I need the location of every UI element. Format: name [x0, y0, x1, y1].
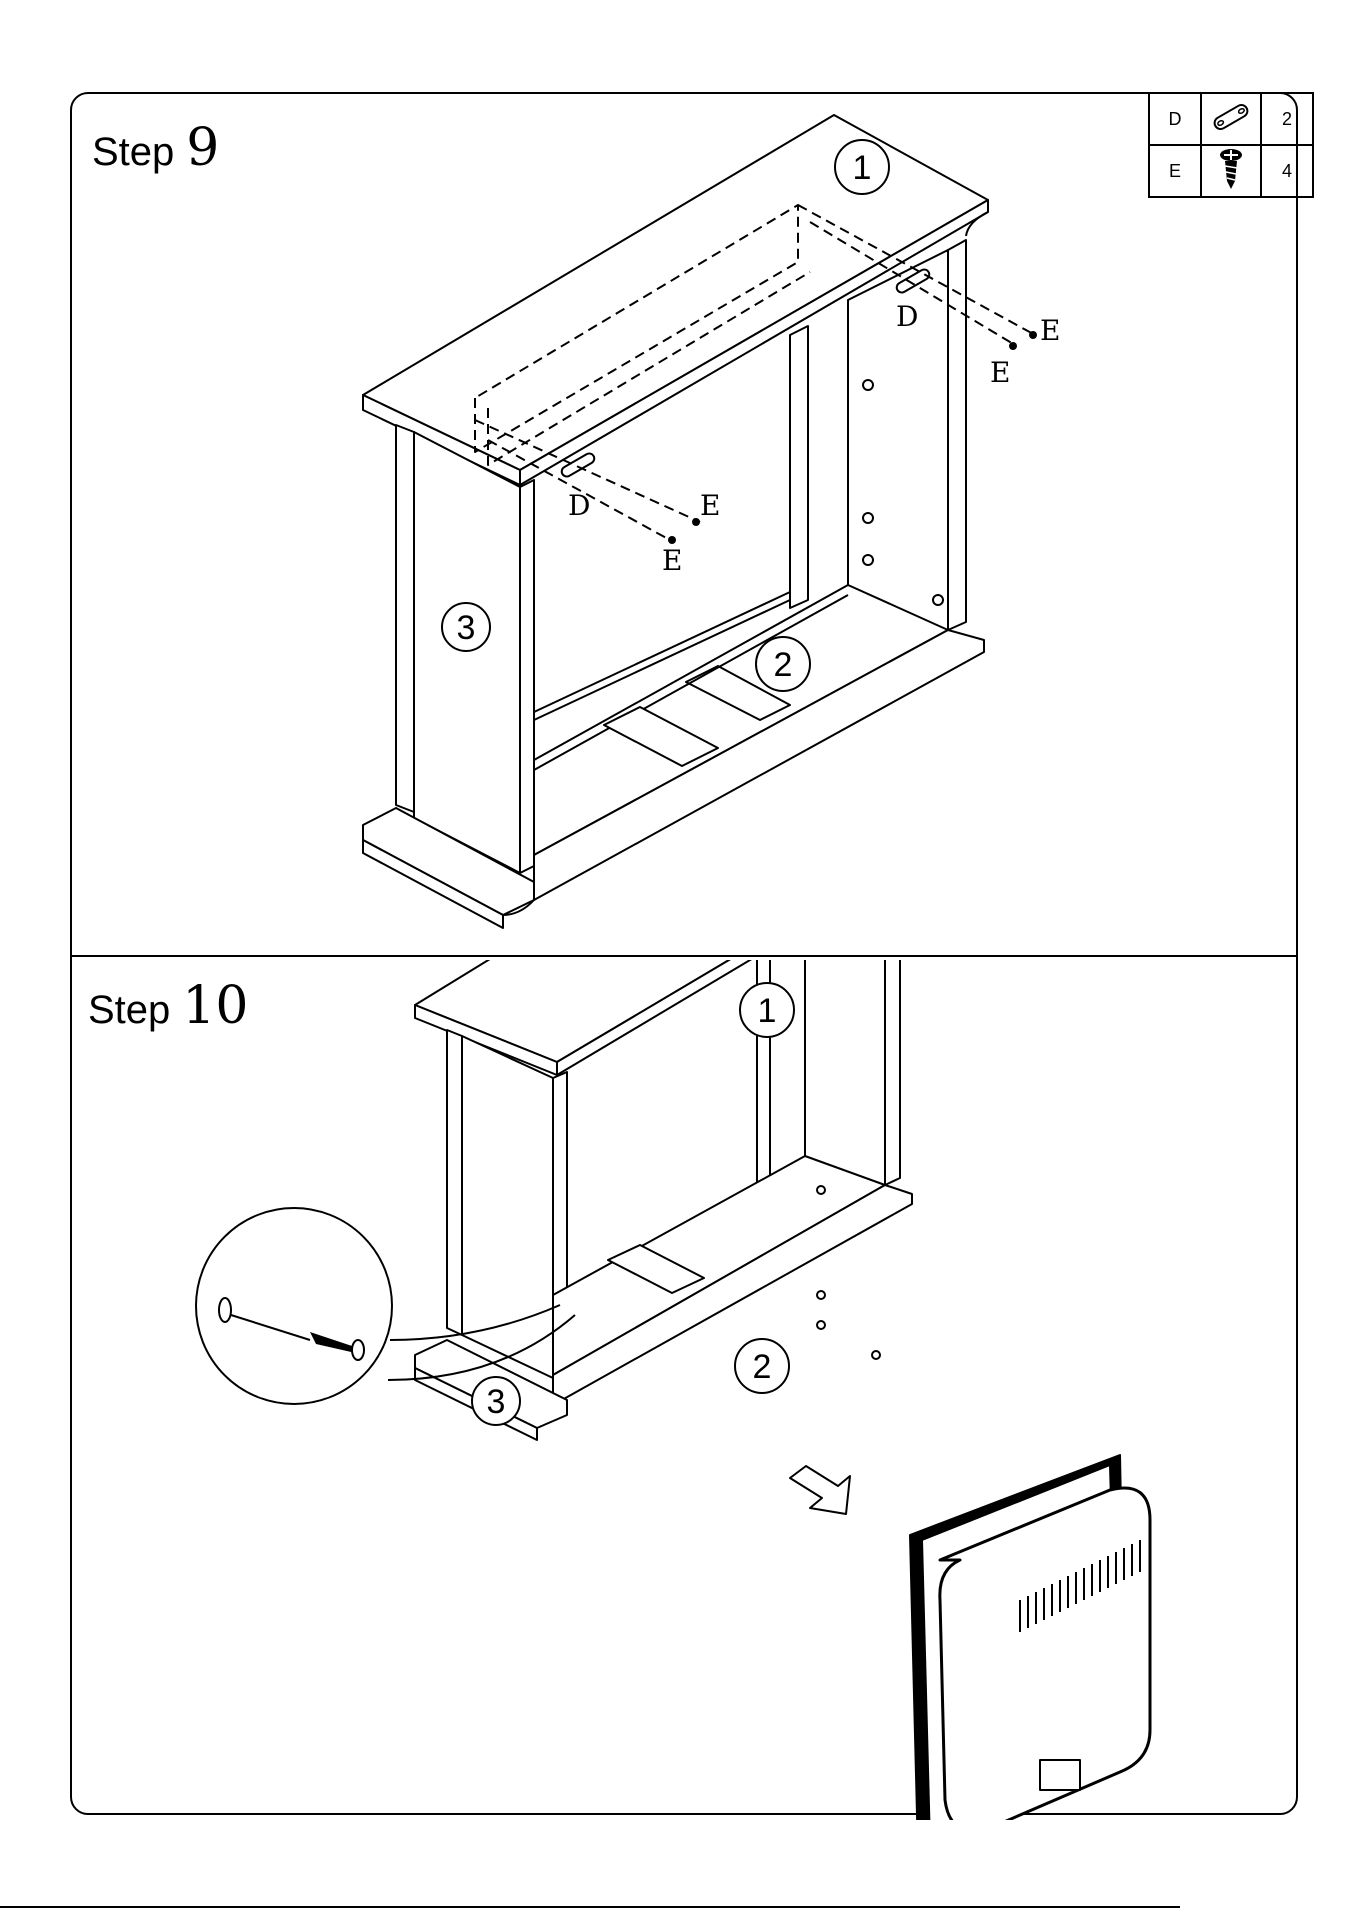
label-d-right: D: [896, 300, 918, 333]
callout-3-label: 3: [457, 609, 476, 647]
label-e-1: E: [700, 489, 720, 522]
bottom-panel: [553, 1156, 912, 1405]
label-e-4: E: [990, 356, 1010, 389]
step-9-illustration: 1 3 2 D D E E E E: [0, 0, 1364, 960]
push-arrow: [790, 1466, 850, 1514]
callout-1-label: 1: [758, 992, 777, 1030]
callout-2-label: 2: [774, 646, 793, 684]
left-side-panel: [447, 1030, 567, 1378]
step-10-illustration: 1 3 2: [0, 960, 1364, 1820]
footer-rule: [0, 1906, 1180, 1908]
label-e-3: E: [1040, 314, 1060, 347]
bottom-panel: [534, 585, 984, 900]
fireplace-insert: [910, 1455, 1150, 1820]
callout-2-label: 2: [753, 1348, 772, 1386]
callout-3-label: 3: [487, 1383, 506, 1421]
label-d-left: D: [568, 489, 590, 522]
callout-1-label: 1: [853, 149, 872, 187]
label-e-2: E: [662, 544, 682, 577]
